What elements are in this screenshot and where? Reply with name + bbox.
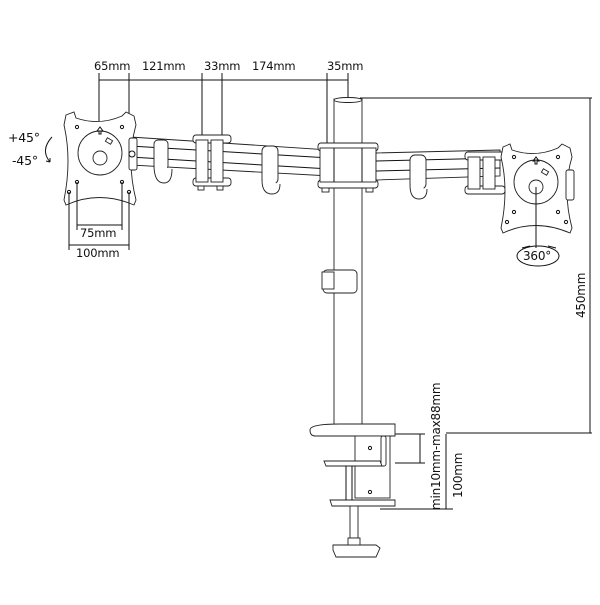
pole-height-dimension [360, 97, 592, 434]
top-dimension-lines [98, 73, 349, 145]
rotation-label: 360° [523, 249, 552, 263]
clamp-height-label: 100mm [451, 452, 465, 498]
tilt-down-label: -45° [12, 153, 38, 168]
clamp-dimensions [380, 433, 453, 510]
dim-label-33mm: 33mm [204, 59, 241, 73]
right-vesa-plate [500, 143, 575, 267]
pole-height-label: 450mm [574, 272, 588, 318]
dim-label-65mm: 65mm [94, 59, 131, 73]
vesa-inner-label: 75mm [80, 226, 117, 240]
clamp-range-label: min10mm-max88mm [429, 382, 443, 510]
dim-label-35mm: 35mm [327, 59, 364, 73]
tilt-up-label: +45° [8, 130, 40, 145]
left-arm [129, 134, 331, 195]
pole-cable-clip [321, 269, 358, 294]
vesa-outer-label: 100mm [76, 246, 120, 260]
dim-label-121mm: 121mm [142, 59, 186, 73]
desk-clamp [309, 423, 396, 558]
pole-arm-collar [317, 142, 379, 193]
right-arm [375, 149, 506, 200]
dim-label-174mm: 174mm [252, 59, 296, 73]
left-vesa-plate [45, 111, 138, 250]
